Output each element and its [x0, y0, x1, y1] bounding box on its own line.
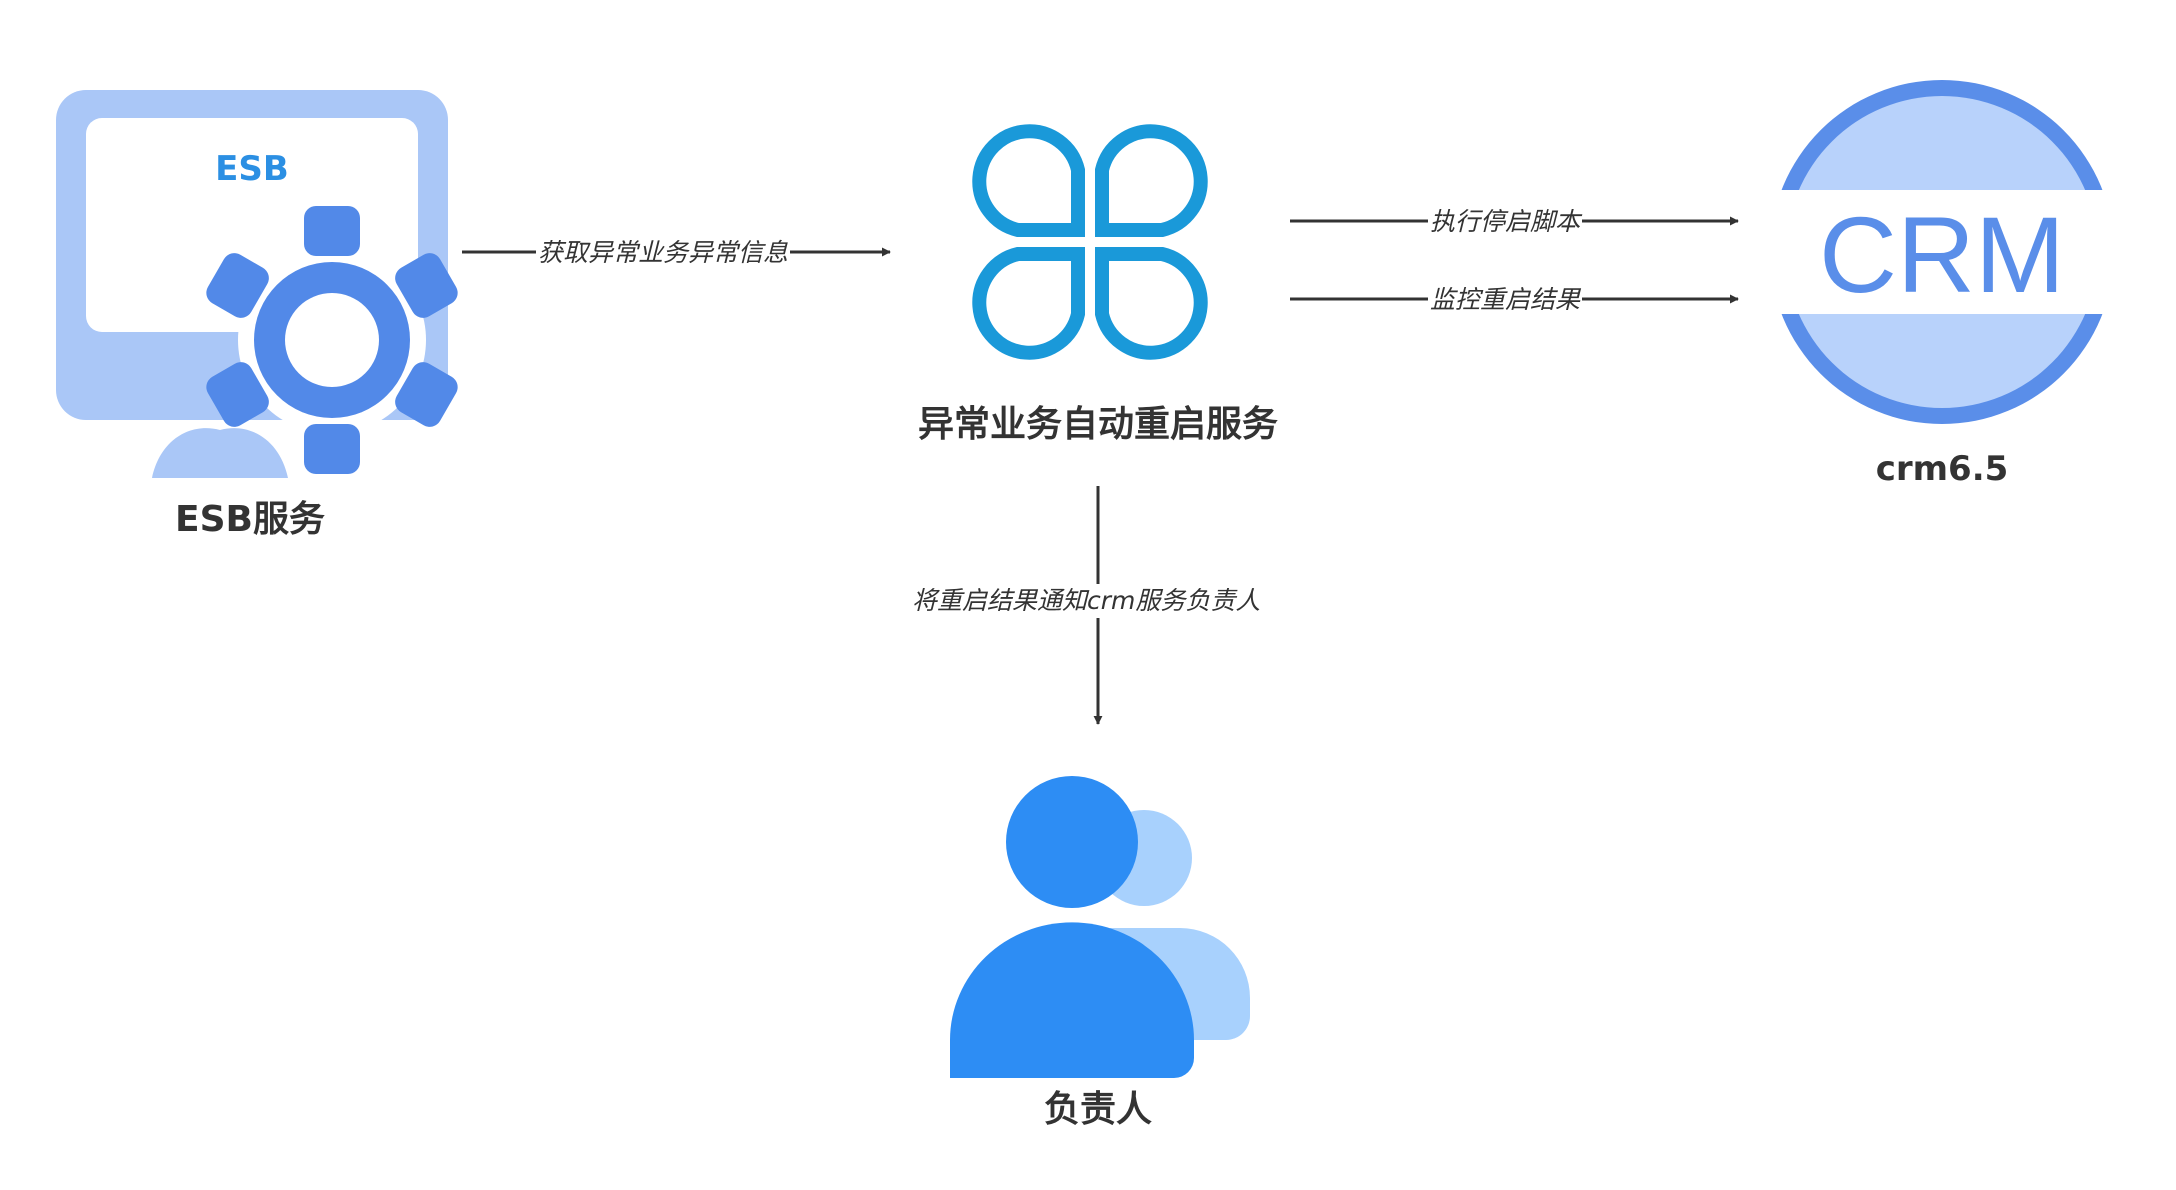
edge-label-service-to-crm-monitor: 监控重启结果 — [1428, 283, 1583, 317]
edge-label-esb-to-service: 获取异常业务异常信息 — [536, 236, 791, 270]
esb-node-label: ESB服务 — [175, 499, 325, 540]
users-icon — [950, 776, 1250, 1078]
owner-node-label: 负责人 — [1043, 1089, 1152, 1130]
edge-label-service-to-crm-exec: 执行停启脚本 — [1428, 205, 1583, 239]
monitor-gear-icon: ESB — [56, 90, 458, 478]
esb-icon-text: ESB — [215, 149, 289, 189]
clover-icon — [972, 124, 1208, 360]
edge-label-service-to-owner: 将重启结果通知crm服务负责人 — [910, 584, 1263, 618]
gear-icon — [206, 206, 458, 474]
crm-icon-text: CRM — [1819, 194, 2065, 315]
crm-circle-icon: CRM — [1760, 80, 2124, 424]
restart-service-node-label: 异常业务自动重启服务 — [917, 404, 1278, 445]
crm-node-label: crm6.5 — [1875, 449, 2009, 489]
